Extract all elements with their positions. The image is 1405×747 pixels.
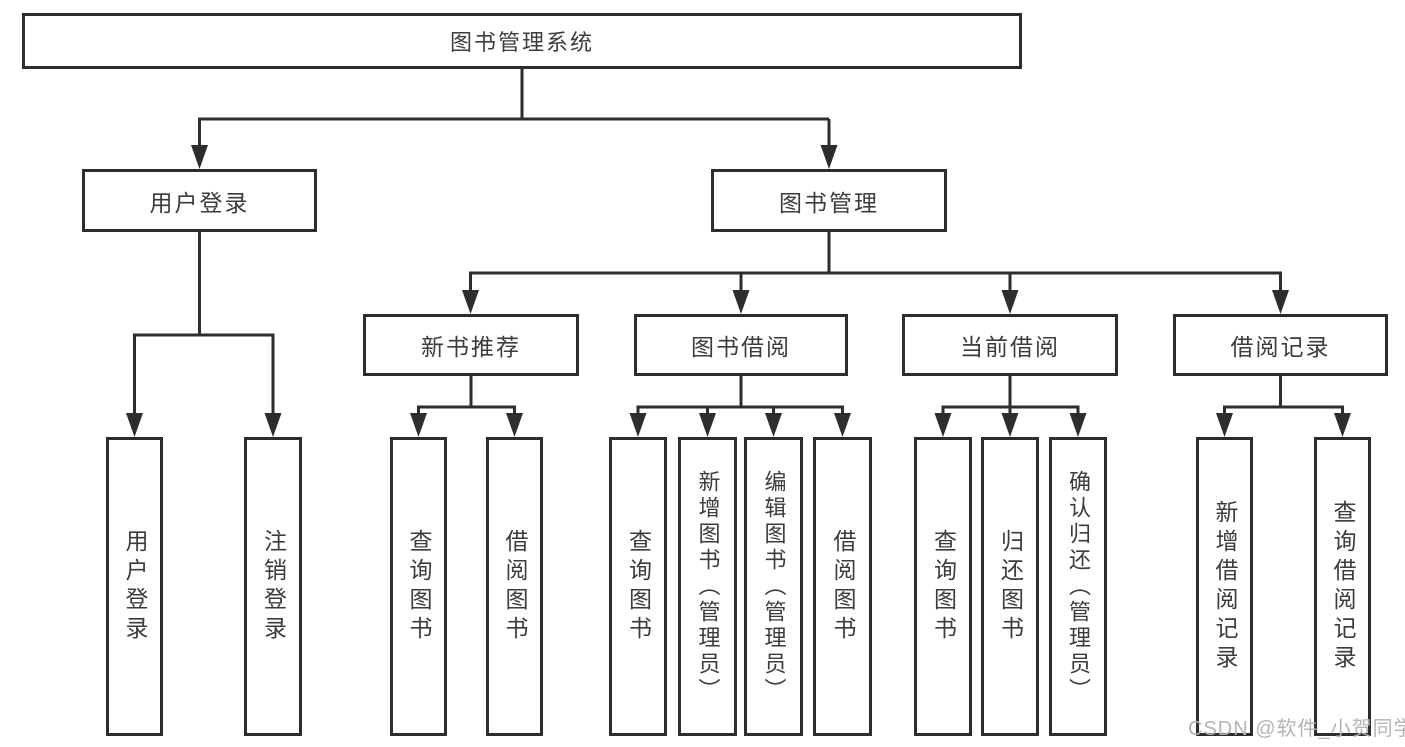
leaf-current-query-label: 查询图书 [930,528,957,645]
leaf-book-borrow-borrow: 借阅图书 [813,437,872,736]
arrow-book-mgmt [820,145,838,169]
leaf-book-borrow-borrow-label: 借阅图书 [830,528,856,645]
leaf-book-borrow-add: 新增图书（管理员） [678,437,737,736]
arrow-leaf-bb-edit [765,413,782,437]
node-current-borrow-label: 当前借阅 [960,334,1060,360]
node-current-borrow: 当前借阅 [902,314,1118,376]
node-user-login: 用户登录 [82,169,317,232]
leaf-records-query: 查询借阅记录 [1314,437,1371,736]
connector-book-borrow-children [636,376,844,420]
leaf-new-books-borrow-label: 借阅图书 [502,528,528,645]
leaf-records-query-label: 查询借阅记录 [1330,499,1356,674]
leaf-new-books-borrow: 借阅图书 [486,437,543,736]
leaf-records-add: 新增借阅记录 [1196,437,1253,736]
arrow-new-books [462,290,479,314]
connector-book-mgmt-to-level3 [469,232,1282,295]
csdn-watermark: CSDN @软件_小贺同学 [1188,718,1405,740]
node-book-management-label: 图书管理 [779,189,879,216]
connector-borrow-records-children [1223,376,1344,420]
leaf-book-borrow-query-label: 查询图书 [625,528,652,645]
arrow-leaf-br-query [1334,413,1351,437]
arrow-leaf-bb-add [699,413,716,437]
node-user-login-label: 用户登录 [149,189,250,216]
leaf-logout: 注销登录 [244,437,302,736]
node-root-label: 图书管理系统 [449,30,594,55]
node-borrow-records-label: 借阅记录 [1230,334,1331,360]
arrow-leaf-logout [264,413,282,437]
arrow-current-borrow [1001,290,1019,314]
arrow-user-login [191,145,208,169]
leaf-book-borrow-edit: 编辑图书（管理员） [744,437,803,736]
leaf-logout-label: 注销登录 [260,528,287,645]
node-book-borrow: 图书借阅 [634,314,848,376]
leaf-current-return: 归还图书 [981,437,1039,736]
arrow-leaf-bb-query [629,413,647,437]
node-new-book-recommend: 新书推荐 [363,314,579,376]
leaf-book-borrow-edit-label: 编辑图书（管理员） [761,469,787,704]
connector-user-login-children [133,232,275,418]
arrowheads [126,145,1351,437]
leaf-current-query: 查询图书 [914,437,972,736]
arrow-leaf-cb-query [934,413,952,437]
arrow-leaf-cb-confirm [1069,413,1087,437]
leaf-new-books-query: 查询图书 [390,437,447,736]
leaf-user-login: 用户登录 [106,437,163,736]
leaf-records-add-label: 新增借阅记录 [1212,499,1238,674]
node-new-book-recommend-label: 新书推荐 [421,334,521,360]
arrow-leaf-nb-query [410,413,427,437]
arrow-leaf-bb-borrow [834,413,851,437]
node-borrow-records: 借阅记录 [1173,314,1388,376]
leaf-current-confirm-label: 确认归还（管理员） [1066,469,1091,704]
arrow-book-borrow [732,290,750,314]
node-root: 图书管理系统 [22,13,1022,69]
leaf-new-books-query-label: 查询图书 [406,528,432,645]
leaf-user-login-label: 用户登录 [122,528,148,645]
arrow-leaf-user-login [126,413,143,437]
node-book-borrow-label: 图书借阅 [691,334,791,360]
arrow-leaf-br-add [1216,413,1233,437]
connector-new-books-children [417,376,516,420]
connector-root-to-level2 [198,69,831,150]
leaf-current-return-label: 归还图书 [997,528,1024,645]
arrow-leaf-cb-return [1001,413,1019,437]
node-book-management: 图书管理 [711,169,947,232]
arrow-borrow-records [1272,290,1289,314]
leaf-book-borrow-add-label: 新增图书（管理员） [695,469,721,704]
leaf-current-confirm: 确认归还（管理员） [1049,437,1107,736]
leaf-book-borrow-query: 查询图书 [609,437,667,736]
arrow-leaf-nb-borrow [506,413,523,437]
